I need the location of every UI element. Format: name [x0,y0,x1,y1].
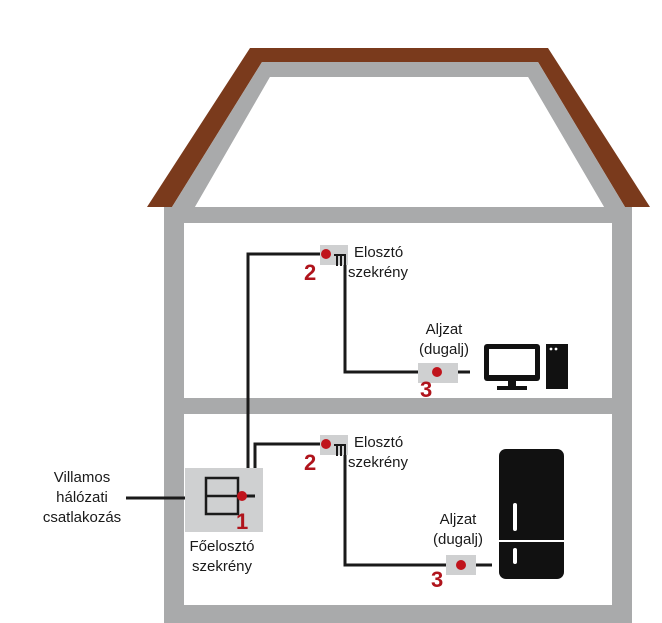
upper-socket-label-line2: (dugalj) [419,341,469,358]
house-left-wall [164,207,184,623]
main-distribution-label-line1: Főelosztó [189,538,254,555]
upper-distribution-node [321,249,331,259]
upper-distribution-label-line1: Elosztó [354,244,403,261]
grid-label-line1: Villamos [54,469,110,486]
upper-socket-node [432,367,442,377]
attic [195,77,604,207]
lower-socket-label-line1: Aljzat [440,511,478,528]
lower-distribution-label-line1: Elosztó [354,434,403,451]
fridge-icon [499,449,564,579]
upper-distribution-number: 2 [304,260,316,285]
upper-socket-number: 3 [420,377,432,402]
attic-floor [164,207,632,223]
lower-socket-node [456,560,466,570]
computer-icon [484,344,568,390]
upper-breaker-icon [334,254,346,266]
lower-distribution-node [321,439,331,449]
ground-floor [164,605,632,623]
grid-label-line3: csatlakozás [43,509,121,526]
lower-socket-number: 3 [431,567,443,592]
lower-breaker-icon [334,444,346,456]
wire-lower-distribution-to-socket [343,447,492,567]
upper-socket-label-line1: Aljzat [426,321,464,338]
lower-socket-label-line2: (dugalj) [433,531,483,548]
main-distribution-node [237,491,247,501]
main-distribution-number: 1 [236,509,248,534]
main-distribution-label-line2: szekrény [192,558,253,575]
lower-distribution-number: 2 [304,450,316,475]
upper-distribution-label-line2: szekrény [348,264,409,281]
grid-label-line2: hálózati [56,489,108,506]
lower-distribution-label-line2: szekrény [348,454,409,471]
middle-floor [184,398,612,414]
wire-main-to-upper-distribution [246,252,326,494]
house-right-wall [612,207,632,623]
